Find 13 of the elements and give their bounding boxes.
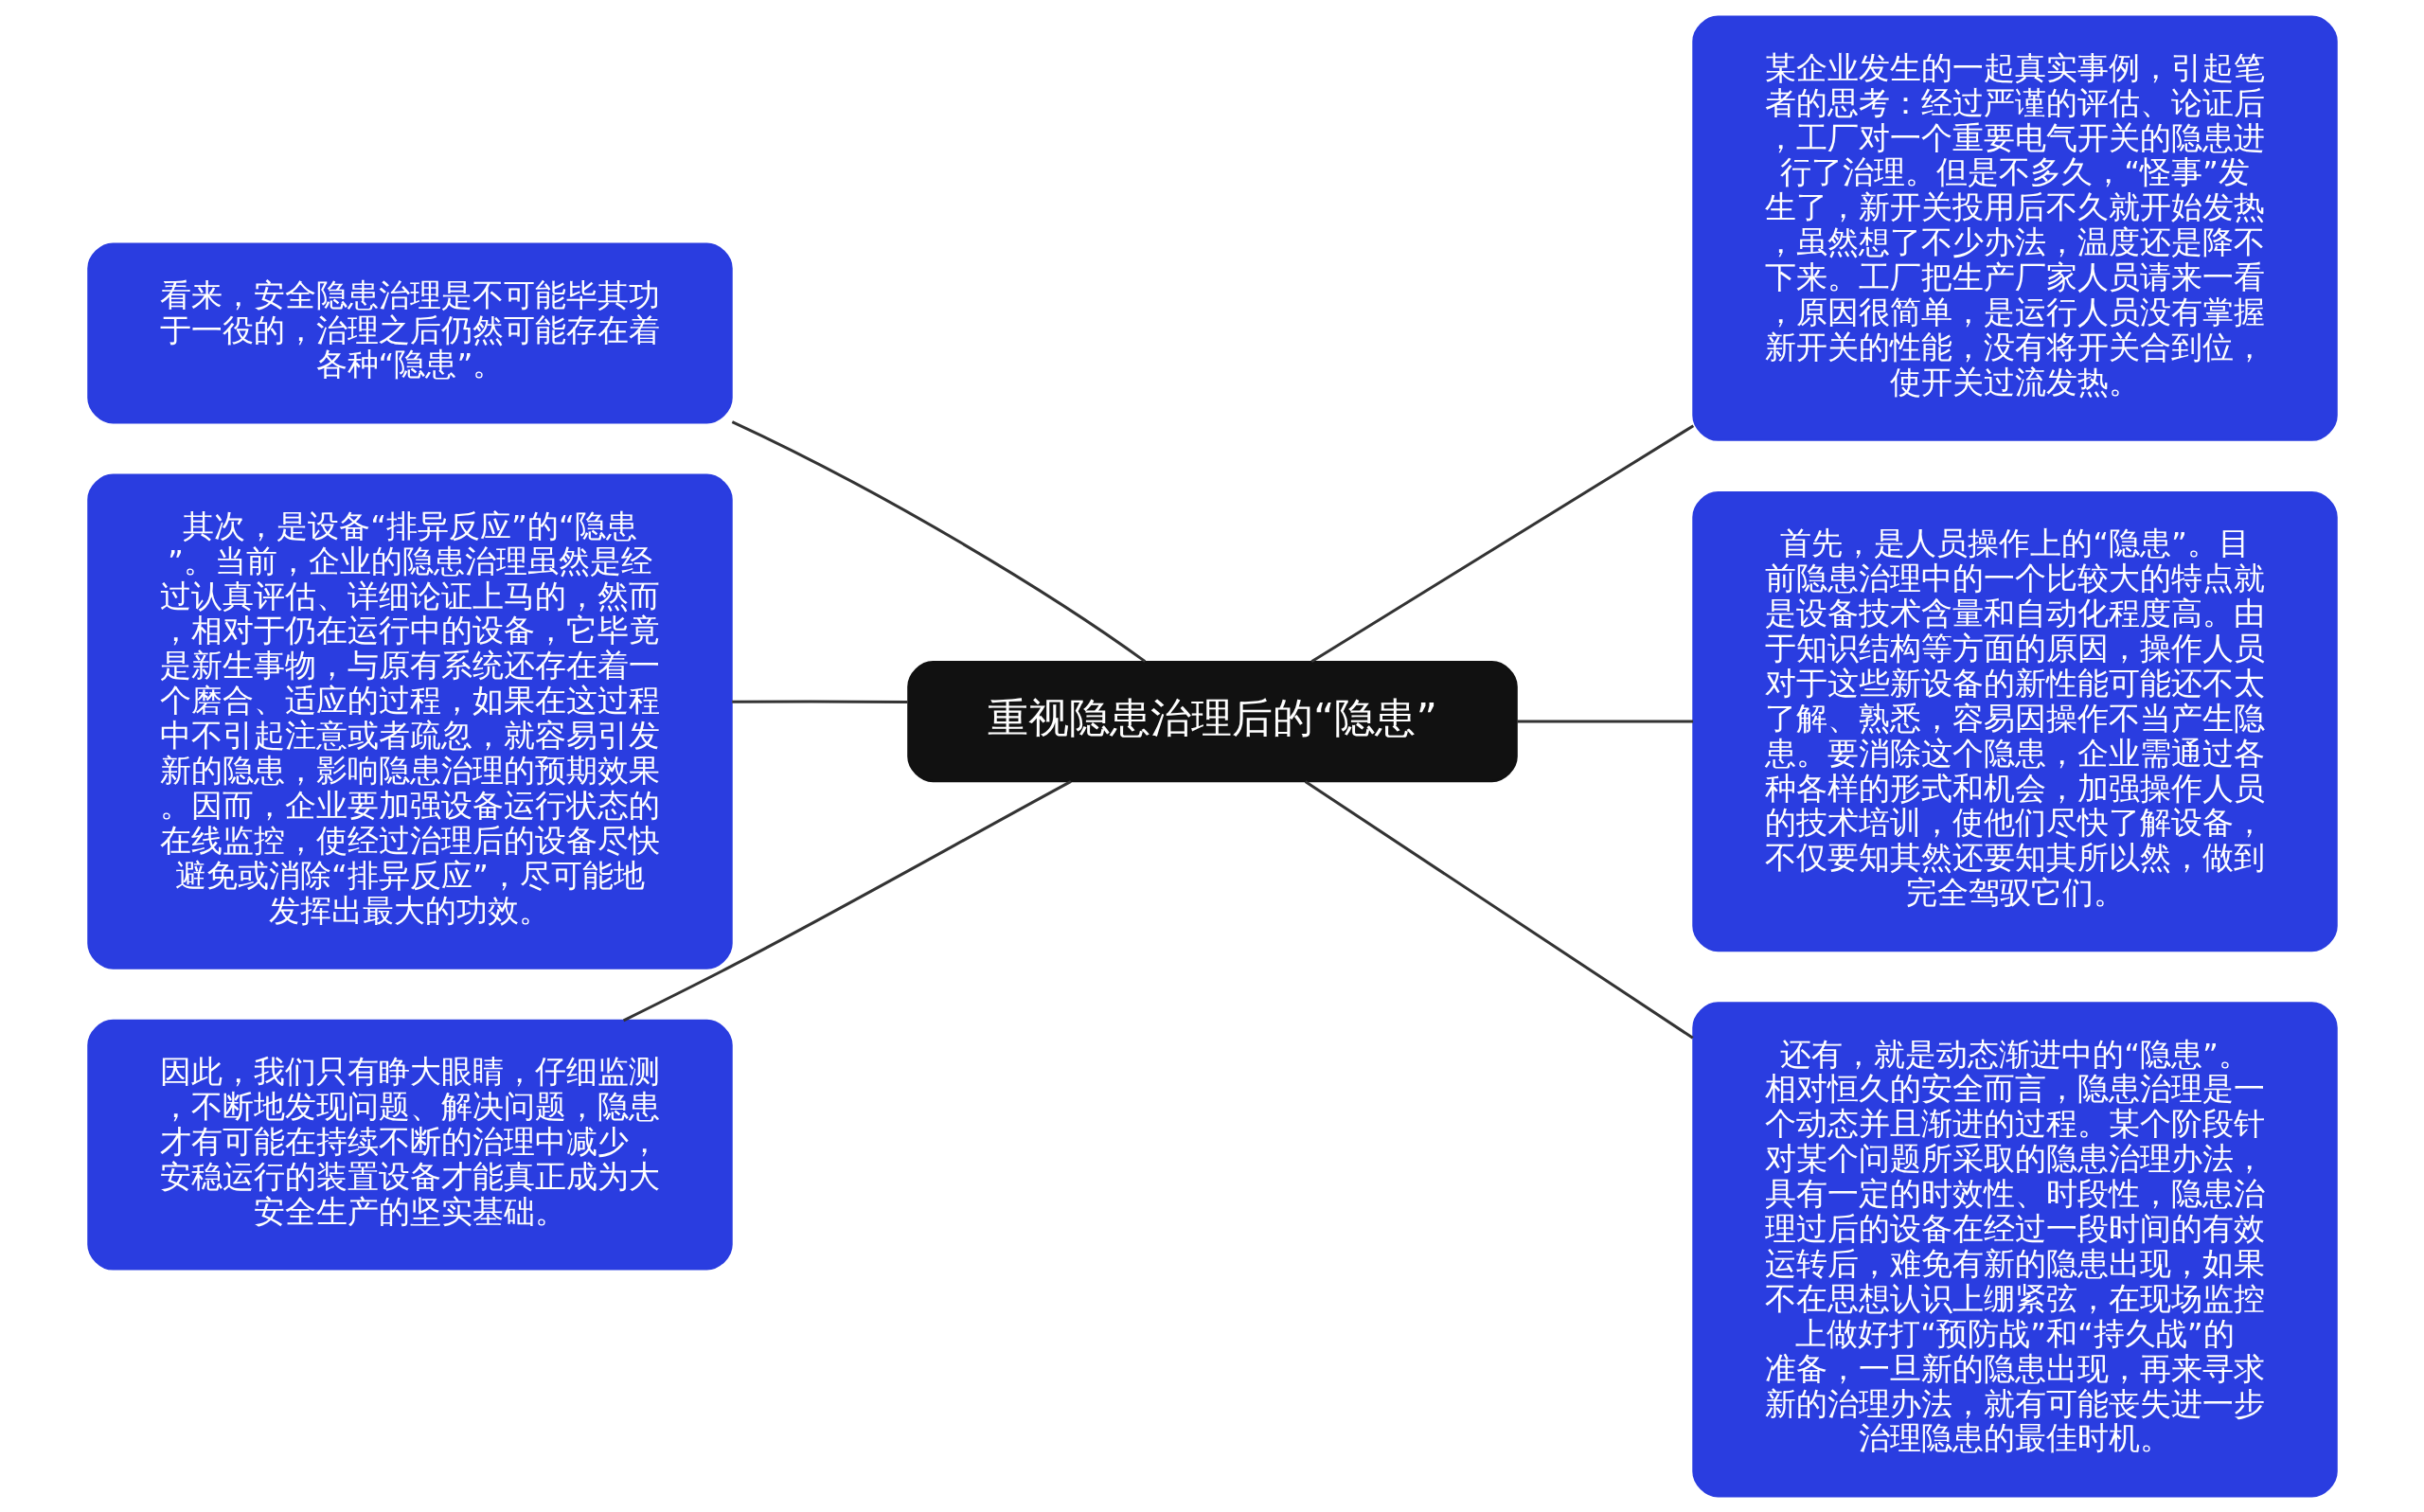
connector — [1516, 720, 1693, 723]
node-box: 因此，我们只有睁大眼睛，仔细监测，不断地发现问题、解决问题，隐患才有可能在持续不断的治理中减少，安稳运行的装置设备才能真正成为大安全生产的坚实基础。 — [86, 1019, 733, 1271]
connector — [731, 419, 1146, 663]
node-box: 某企业发生的一起真实事例，引起笔者的思考：经过严谨的评估、论证后，工厂对一个重要电气开关的隐患进行了治理。但是不多久，“怪事”发生了，新开关投用后不久就开始发热，虽然想了不少办法，温度还是降不下来。工厂把生产厂家人员请来一看，原因很简单，是运行人员没有掌握新开关的性能，没有将开关合到位，使开关过流发热。 — [1691, 15, 2338, 441]
node-box: 其次，是设备“排异反应”的“隐患”。当前，企业的隐患治理虽然是经过认真评估、详细论证上马的，然而，相对于仍在运行中的设备，它毕竟是新生事物，与原有系统还存在着一个磨合、适应的过程，如果在这过程中不引起注意或者疏忽，就容易引发新的隐患，影响隐患治理的预期效果。因而，企业要加强设备运行状态的在线监控，使经过治理后的设备尽快避免或消除“排异反应”，尽可能地发挥出最大的功效。 — [86, 473, 733, 969]
connector — [1304, 779, 1694, 1039]
connector — [731, 699, 908, 703]
connector — [1310, 423, 1694, 663]
node-box: 重视隐患治理后的“隐患” — [906, 660, 1518, 782]
node-box: 看来，安全隐患治理是不可能毕其功于一役的，治理之后仍然可能存在着各种“隐患”。 — [86, 241, 733, 423]
node-box: 还有，就是动态渐进中的“隐患”。相对恒久的安全而言，隐患治理是一个动态并且渐进的过程。某个阶段针对某个问题所采取的隐患治理办法，具有一定的时效性、时段性，隐患治理过后的设备在经过一段时间的有效运转后，难免有新的隐患出现，如果不在思想认识上绷紧弦，在现场监控上做好打“预防战”和“持久战”的准备，一旦新的隐患出现，再来寻求新的治理办法，就有可能丧失进一步治理隐患的最佳时机。 — [1691, 1001, 2338, 1497]
connector — [622, 779, 1072, 1022]
node-box: 首先，是人员操作上的“隐患”。目前隐患治理中的一个比较大的特点就是设备技术含量和自动化程度高。由于知识结构等方面的原因，操作人员对于这些新设备的新性能可能还不太了解、熟悉，容易因操作不当产生隐患。要消除这个隐患，企业需通过各种各样的形式和机会，加强操作人员的技术培训，使他们尽快了解设备，不仅要知其然还要知其所以然，做到完全驾驭它们。 — [1691, 490, 2338, 952]
